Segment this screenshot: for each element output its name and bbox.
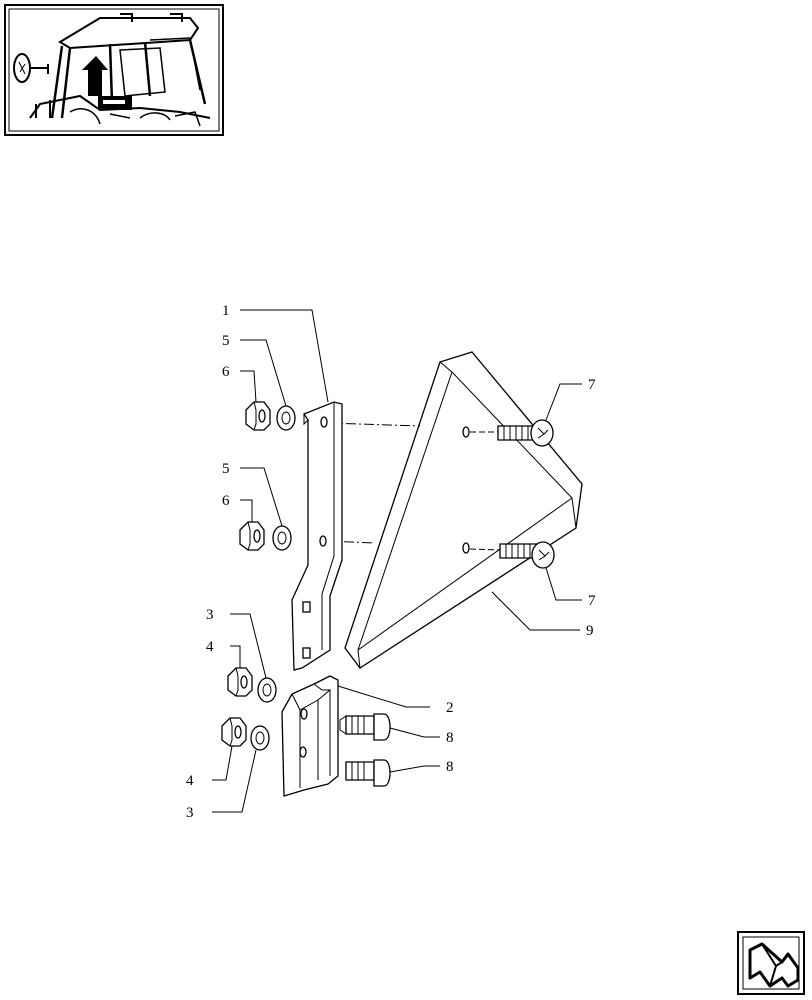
leader-lines [212, 309, 582, 813]
callout-5-lower: 5 [222, 461, 230, 477]
callout-3-upper: 3 [206, 607, 214, 623]
bolt-upper [339, 713, 391, 741]
callout-6-lower: 6 [222, 493, 230, 509]
callout-9: 9 [586, 623, 594, 639]
callout-1: 1 [222, 303, 230, 319]
callout-5-upper: 5 [222, 333, 230, 349]
callout-8-upper: 8 [446, 730, 454, 746]
callout-7-lower: 7 [588, 593, 596, 609]
plate-hole-lower [462, 542, 470, 554]
callout-4-lower: 4 [186, 773, 194, 789]
nut-4-lower [221, 717, 247, 747]
washer-5-lower [272, 525, 292, 551]
nut-6-upper [245, 401, 271, 431]
mounting-screw-upper [497, 419, 554, 447]
callout-8-lower: 8 [446, 759, 454, 775]
upper-bracket [291, 401, 343, 671]
bolt-lower [345, 759, 391, 787]
triangle-warning-plate [344, 351, 583, 669]
callout-6-upper: 6 [222, 364, 230, 380]
callout-7-upper: 7 [588, 377, 596, 393]
washer-3-lower [250, 725, 270, 751]
mounting-screw-lower [499, 541, 555, 569]
next-page-arrow-icon[interactable] [737, 931, 805, 995]
callout-labels: 1 5 6 5 6 3 4 4 3 7 7 9 2 8 8 [186, 303, 596, 821]
tractor-cab-locator-thumbnail[interactable] [4, 4, 224, 136]
washer-5-upper [276, 405, 296, 431]
lower-bracket [281, 675, 339, 797]
plate-hole-upper [462, 426, 470, 438]
callout-2: 2 [446, 700, 454, 716]
nut-6-lower [239, 521, 265, 551]
washer-3-upper [257, 677, 277, 703]
nut-4-upper [227, 667, 253, 697]
callout-4-upper: 4 [206, 639, 214, 655]
callout-3-lower: 3 [186, 805, 194, 821]
